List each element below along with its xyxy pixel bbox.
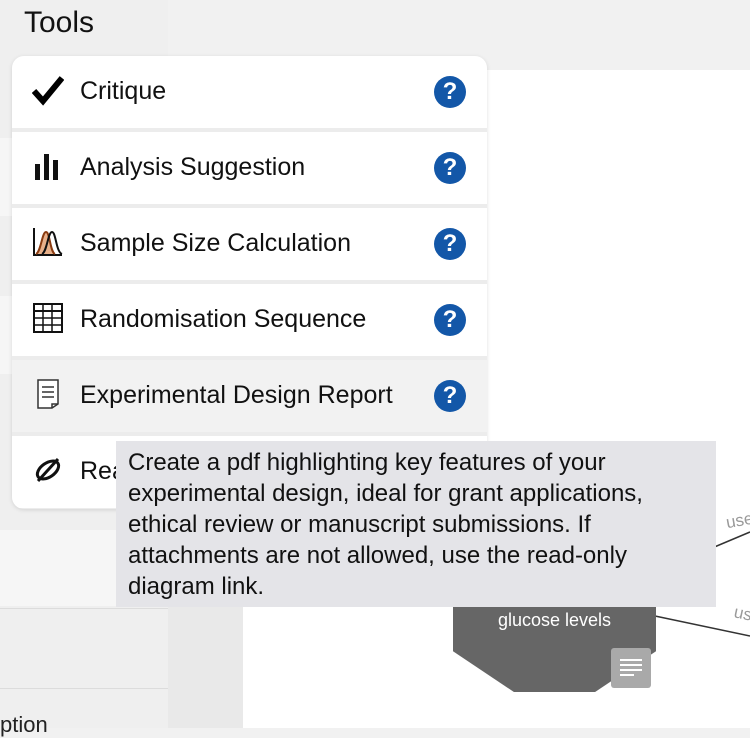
left-panel-divider: [0, 608, 168, 609]
tool-label: Randomisation Sequence: [80, 305, 367, 333]
diagram-node-label: glucose levels: [497, 610, 612, 630]
bar-chart-icon: [32, 150, 64, 182]
table-grid-icon: [32, 302, 64, 334]
edge-label: us: [732, 602, 750, 625]
tool-label: Experimental Design Report: [80, 381, 393, 409]
tool-analysis-suggestion[interactable]: Analysis Suggestion ?: [12, 132, 487, 204]
help-icon[interactable]: ?: [434, 228, 466, 260]
tool-critique[interactable]: Critique ?: [12, 56, 487, 128]
diagram-edge: [711, 531, 750, 549]
diagram-edge: [654, 615, 750, 637]
help-icon[interactable]: ?: [434, 304, 466, 336]
node-details-button[interactable]: [611, 648, 651, 688]
help-icon[interactable]: ?: [434, 152, 466, 184]
tool-label: Sample Size Calculation: [80, 229, 351, 257]
tool-experimental-design-report[interactable]: Experimental Design Report ?: [12, 360, 487, 432]
broken-link-icon: [32, 454, 64, 486]
document-icon: [32, 378, 64, 410]
left-panel-divider: [0, 688, 168, 689]
tool-label: Critique: [80, 77, 167, 105]
distribution-curve-icon: [32, 226, 64, 258]
help-icon[interactable]: ?: [434, 380, 466, 412]
tool-sample-size-calculation[interactable]: Sample Size Calculation ?: [12, 208, 487, 280]
tool-randomisation-sequence[interactable]: Randomisation Sequence ?: [12, 284, 487, 356]
tool-label: Analysis Suggestion: [80, 153, 306, 181]
text-lines-icon: [620, 659, 642, 676]
tools-title: Tools: [24, 6, 95, 39]
tooltip: Create a pdf highlighting key features o…: [116, 441, 716, 607]
edge-label: use: [724, 508, 750, 533]
checkmark-icon: [31, 74, 65, 106]
help-icon[interactable]: ?: [434, 76, 466, 108]
